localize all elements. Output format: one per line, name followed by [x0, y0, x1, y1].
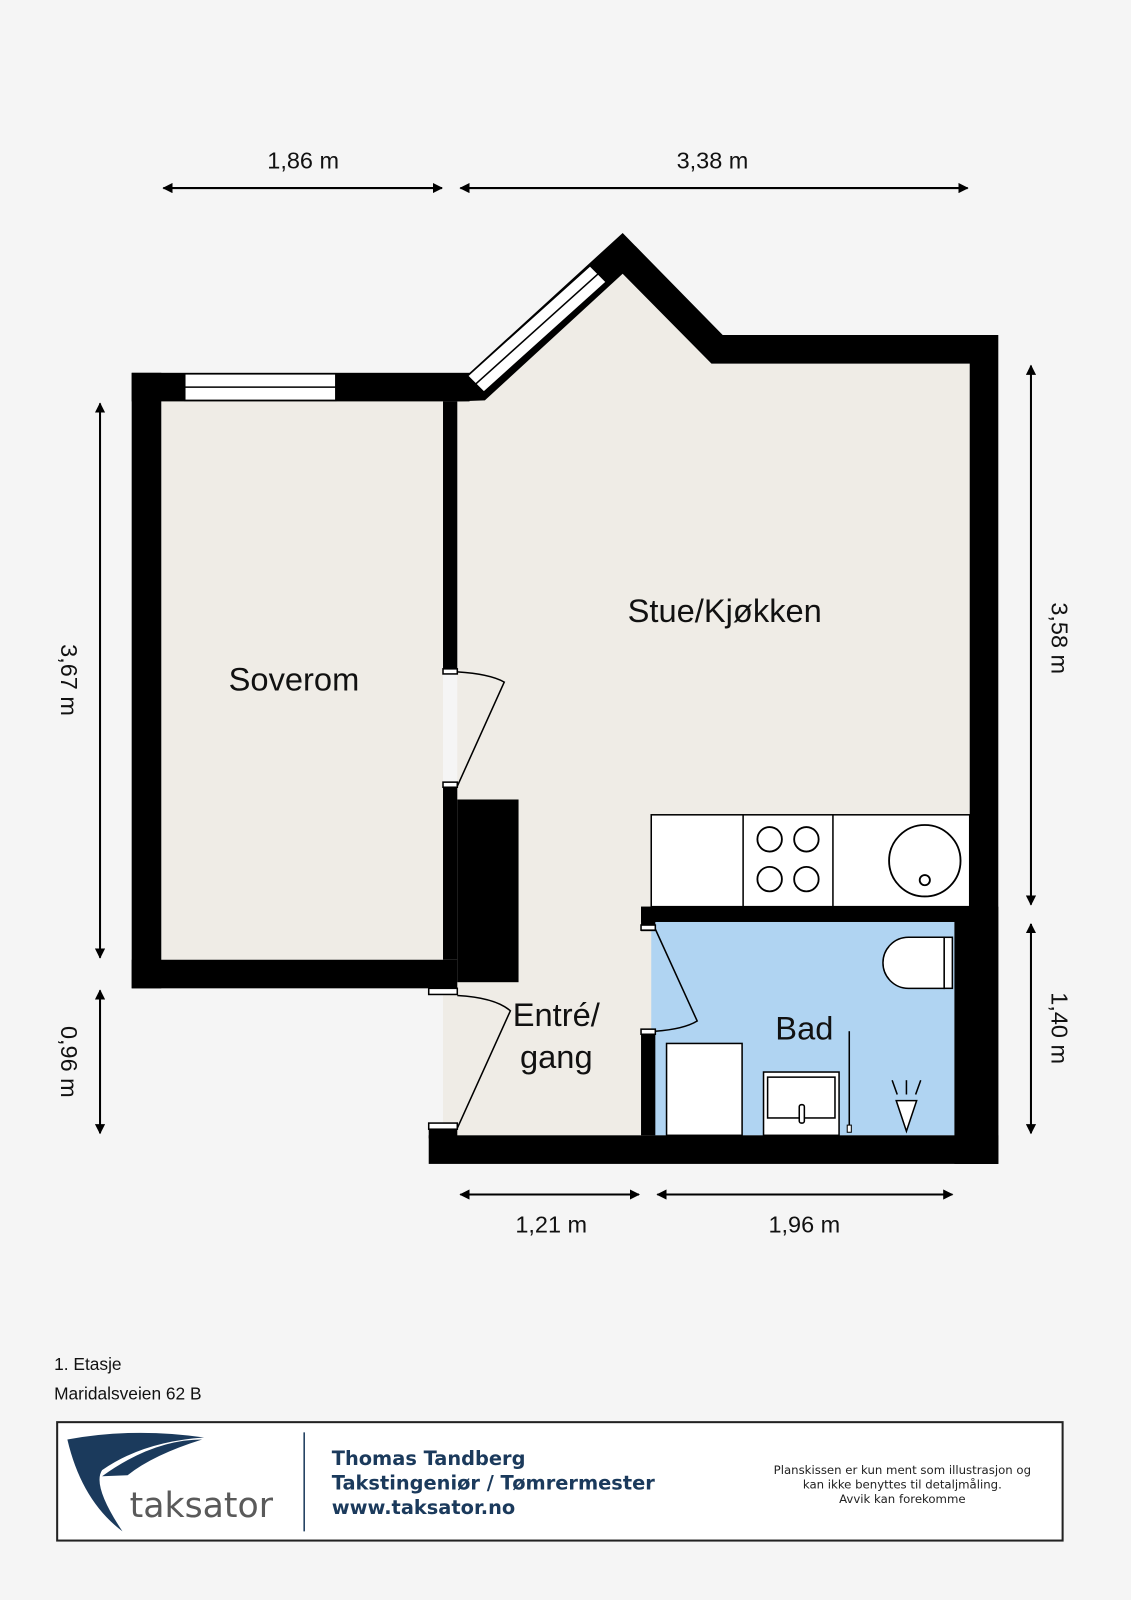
dim-top-left: 1,86 m — [267, 148, 339, 174]
room-label-living-kitchen: Stue/Kjøkken — [628, 592, 822, 629]
dim-bottom-right: 1,96 m — [768, 1211, 840, 1237]
dimension-lines — [94, 182, 1037, 1200]
stove-icon — [756, 826, 820, 893]
sink-icon — [888, 824, 962, 898]
disclaimer-line-3: Avvik kan forekomme — [839, 1492, 966, 1506]
window-diagonal — [466, 264, 608, 394]
window — [183, 373, 337, 402]
doors — [427, 668, 699, 1130]
contact-website[interactable]: www.taksator.no — [332, 1496, 515, 1519]
room-label-entry-line1: Entré/ — [513, 996, 601, 1033]
floor-label: 1. Etasje — [54, 1354, 122, 1374]
contact-name: Thomas Tandberg — [332, 1447, 526, 1470]
contact-title: Takstingeniør / Tømrermester — [332, 1472, 656, 1495]
room-label-bathroom: Bad — [775, 1009, 833, 1046]
shower-icon — [891, 1079, 922, 1134]
washbasin-icon — [762, 1071, 840, 1137]
washing-machine — [665, 1042, 743, 1137]
dim-right-upper: 3,58 m — [1046, 602, 1072, 674]
dim-bottom-left: 1,21 m — [515, 1211, 587, 1237]
dim-left-upper: 3,67 m — [56, 644, 82, 716]
dim-top-right: 3,38 m — [677, 148, 749, 174]
disclaimer-line-1: Planskissen er kun ment som illustrasjon… — [774, 1463, 1031, 1477]
room-label-bedroom: Soverom — [229, 660, 360, 697]
bedroom-floor — [161, 401, 444, 960]
logo-text: taksator — [130, 1486, 274, 1526]
footer-box — [56, 1421, 1064, 1542]
disclaimer-line-2: kan ikke benyttes til detaljmåling. — [803, 1478, 1002, 1492]
dim-right-lower: 1,40 m — [1046, 992, 1072, 1064]
toilet-icon — [882, 936, 954, 990]
address: Maridalsveien 62 B — [54, 1384, 202, 1404]
taksator-logo: taksator — [67, 1432, 274, 1532]
room-label-entry-line2: gang — [520, 1038, 593, 1075]
dim-left-lower: 0,96 m — [56, 1026, 82, 1098]
